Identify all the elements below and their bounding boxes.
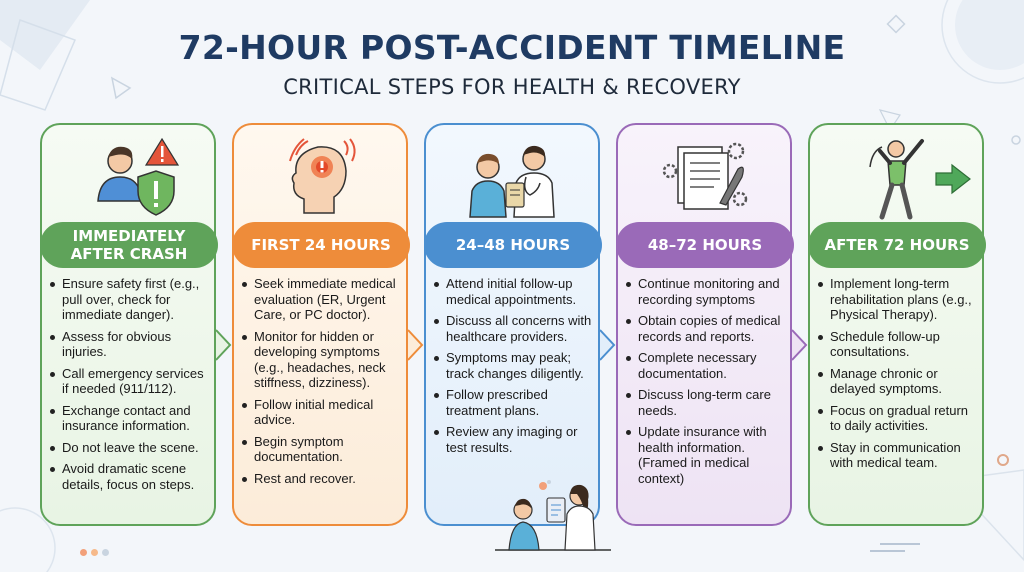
connector-arrow — [791, 329, 808, 361]
stage-heading: 48–72 HOURS — [616, 222, 794, 268]
list-item: Follow initial medical advice. — [242, 397, 404, 428]
person-shield-warning-icon — [97, 137, 180, 216]
stage-card-immediately: IMMEDIATELY AFTER CRASH Ensure safety fi… — [40, 123, 232, 526]
patient-doctor-icon — [469, 145, 555, 218]
list-item: Follow prescribed treatment plans. — [434, 387, 596, 418]
stage-heading: AFTER 72 HOURS — [808, 222, 986, 268]
connector-arrow — [215, 329, 232, 361]
list-item: Update insurance with health information… — [626, 424, 788, 486]
list-item: Focus on gradual return to daily activit… — [818, 403, 980, 434]
list-item: Manage chronic or delayed symptoms. — [818, 366, 980, 397]
list-item: Avoid dramatic scene details, focus on s… — [50, 461, 212, 492]
list-item: Review any imaging or test results. — [434, 424, 596, 455]
stage-heading: 24–48 HOURS — [424, 222, 602, 268]
list-item: Seek immediate medical evaluation (ER, U… — [242, 276, 404, 323]
stage-heading: FIRST 24 HOURS — [232, 222, 410, 268]
list-item: Do not leave the scene. — [50, 440, 212, 456]
list-item: Stay in communication with medical team. — [818, 440, 980, 471]
stage-heading: IMMEDIATELY AFTER CRASH — [40, 222, 218, 268]
list-item: Attend initial follow-up medical appoint… — [434, 276, 596, 307]
list-item: Obtain copies of medical records and rep… — [626, 313, 788, 344]
list-item: Assess for obvious injuries. — [50, 329, 212, 360]
stage-items-list: Ensure safety first (e.g., pull over, ch… — [50, 276, 212, 498]
stage-card-after-72-hours: AFTER 72 HOURS Implement long-term rehab… — [808, 123, 986, 526]
connector-arrow — [599, 329, 616, 361]
list-item: Complete necessary documentation. — [626, 350, 788, 381]
list-item: Schedule follow-up consultations. — [818, 329, 980, 360]
page-subtitle: CRITICAL STEPS FOR HEALTH & RECOVERY — [283, 75, 741, 99]
stage-items-list: Seek immediate medical evaluation (ER, U… — [242, 276, 404, 492]
head-pain-icon — [289, 138, 356, 214]
list-item: Discuss long-term care needs. — [626, 387, 788, 418]
connector-arrow — [407, 329, 424, 361]
stage-card-24-48-hours: 24–48 HOURS Attend initial follow-up med… — [424, 123, 616, 526]
list-item: Discuss all concerns with healthcare pro… — [434, 313, 596, 344]
list-item: Symptoms may peak; track changes diligen… — [434, 350, 596, 381]
list-item: Continue monitoring and recording sympto… — [626, 276, 788, 307]
page-title: 72-HOUR POST-ACCIDENT TIMELINE — [178, 28, 846, 67]
list-item: Call emergency services if needed (911/1… — [50, 366, 212, 397]
list-item: Rest and recover. — [242, 471, 404, 487]
list-item: Implement long-term rehabilitation plans… — [818, 276, 980, 323]
stage-card-48-72-hours: 48–72 HOURS Continue monitoring and reco… — [616, 123, 808, 526]
stage-items-list: Implement long-term rehabilitation plans… — [818, 276, 980, 477]
stage-items-list: Attend initial follow-up medical appoint… — [434, 276, 596, 461]
list-item: Monitor for hidden or developing symptom… — [242, 329, 404, 391]
list-item: Exchange contact and insurance informati… — [50, 403, 212, 434]
documents-gears-icon — [662, 142, 748, 210]
stage-items-list: Continue monitoring and recording sympto… — [626, 276, 788, 492]
list-item: Ensure safety first (e.g., pull over, ch… — [50, 276, 212, 323]
stretching-person-arrow-icon — [869, 139, 971, 220]
list-item: Begin symptom documentation. — [242, 434, 404, 465]
decorative-dots — [80, 543, 113, 561]
stage-card-first-24-hours: FIRST 24 HOURS Seek immediate medical ev… — [232, 123, 424, 526]
